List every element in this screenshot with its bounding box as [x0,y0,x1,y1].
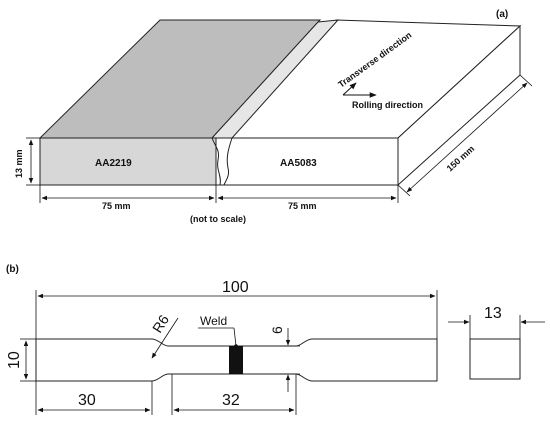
right-width-dimension-text: 75 mm [288,201,317,211]
rolling-direction-label: Rolling direction [352,100,423,110]
tensile-specimen-drawing: (b) 100 R6 Weld 6 10 30 [6,264,545,415]
weld-label: Weld [200,314,227,328]
depth-extension-back [519,74,533,87]
gauge-length-dimension-text: 32 [222,392,240,409]
left-width-dimension-text: 75 mm [102,201,131,211]
weld-zone [229,346,243,374]
panel-label-a: (a) [496,9,508,20]
gauge-width-dimension-text: 6 [269,326,285,334]
specimen-thickness-dimension-text: 13 [484,305,502,322]
specimen-cross-section [469,338,521,380]
weld-leader-dot [234,344,238,348]
right-material-label: AA5083 [280,158,317,169]
weld-leader-line [233,327,237,347]
depth-dimension-line [406,82,528,193]
grip-length-dimension-text: 30 [78,392,96,409]
grip-width-dimension-text: 10 [6,351,23,369]
depth-dimension-text: 150 mm [445,144,477,174]
thickness-dimension-text: 13 mm [14,149,24,178]
scale-note: (not to scale) [190,214,246,224]
total-length-dimension-text: 100 [222,279,249,296]
panel-label-b: (b) [6,264,19,275]
radius-leader-line [151,317,179,359]
depth-extension-front [397,184,411,197]
plate-assembly: AA2219 AA5083 (a) Transverse direction R… [14,9,533,224]
transverse-direction-arrow [342,82,357,96]
left-material-label: AA2219 [95,158,132,169]
weld-profile [211,137,233,186]
